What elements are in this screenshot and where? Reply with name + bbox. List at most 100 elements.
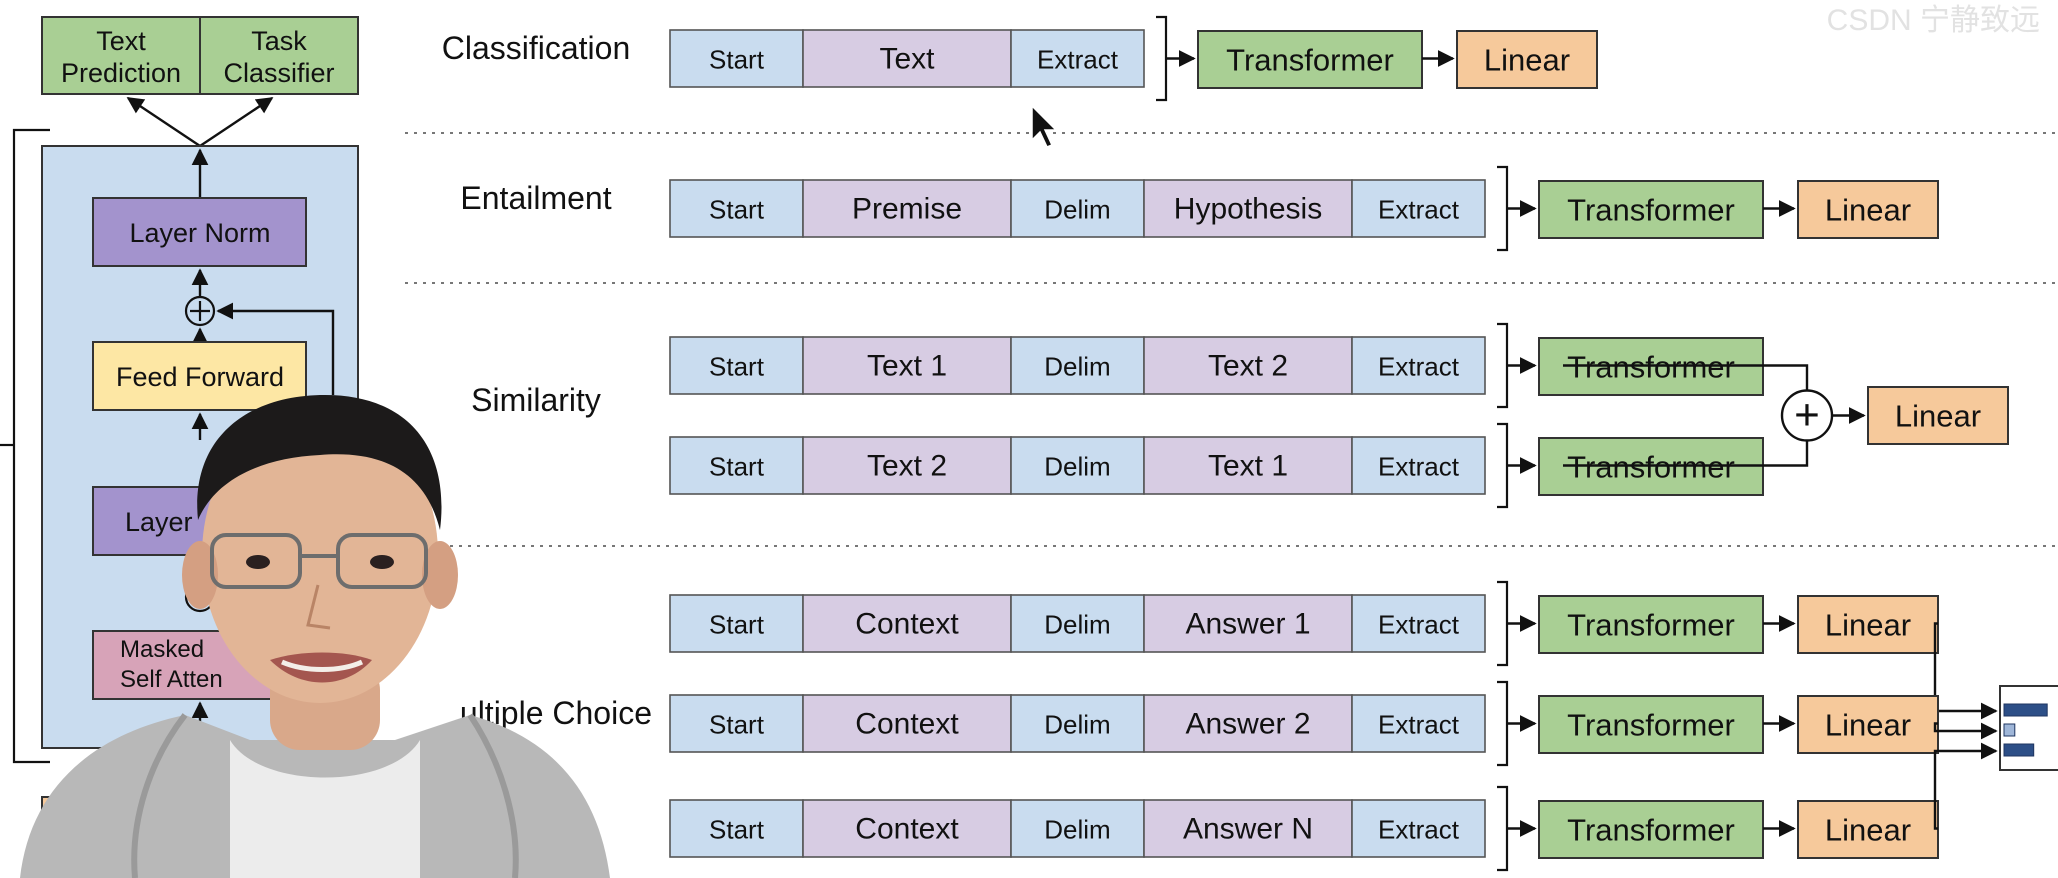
linear-label: Linear xyxy=(1825,708,1911,743)
transformer-box xyxy=(1538,800,1764,859)
task-label-0: Classification xyxy=(442,30,631,66)
token-box xyxy=(1010,336,1145,395)
task-label-2: Similarity xyxy=(471,382,601,418)
token-box xyxy=(669,336,804,395)
transformer-label: Transformer xyxy=(1567,608,1735,643)
linear-box xyxy=(1456,30,1598,89)
residual-add-icon xyxy=(184,295,216,327)
token-label: Answer N xyxy=(1183,813,1313,846)
token-label: Text 1 xyxy=(1208,450,1288,483)
row-bracket xyxy=(1497,785,1509,872)
token-box xyxy=(1351,179,1486,238)
combine-plus-label: + xyxy=(1794,391,1820,440)
linear-box xyxy=(1797,595,1939,654)
task-classifier-box xyxy=(199,16,359,95)
token-box xyxy=(1010,799,1145,858)
label-line: Masked xyxy=(120,636,204,663)
token-label: Delim xyxy=(1044,452,1110,482)
token-box xyxy=(669,694,804,753)
linear-box xyxy=(1797,800,1939,859)
row-bracket xyxy=(1497,165,1509,252)
label-line: Classifier xyxy=(223,58,334,88)
linear-label: Linear xyxy=(1895,399,1981,434)
token-box xyxy=(1351,336,1486,395)
token-label: Text xyxy=(879,43,935,76)
transformer-box xyxy=(1538,595,1764,654)
token-label: Delim xyxy=(1044,815,1110,845)
token-label: Extract xyxy=(1378,195,1460,225)
token-label: Start xyxy=(709,710,765,740)
token-box xyxy=(1010,29,1145,88)
transformer-box xyxy=(1538,695,1764,754)
token-box xyxy=(802,594,1012,653)
row-bracket xyxy=(1497,422,1509,509)
token-box xyxy=(1143,436,1353,495)
label-line: Self Atten xyxy=(120,666,223,693)
token-label: Delim xyxy=(1044,195,1110,225)
label-line: Text xyxy=(96,26,146,56)
token-label: Context xyxy=(855,608,959,641)
linear-label: Linear xyxy=(1825,608,1911,643)
token-label: Delim xyxy=(1044,352,1110,382)
transformer-label: Transformer xyxy=(1567,450,1735,485)
feed-forward-label: Feed Forward xyxy=(116,362,284,392)
probability-bar xyxy=(2003,703,2048,717)
linear-label: Linear xyxy=(1825,813,1911,848)
token-label: Start xyxy=(709,195,765,225)
token-box xyxy=(669,799,804,858)
token-box xyxy=(1010,436,1145,495)
transformer-label: Transformer xyxy=(1567,708,1735,743)
token-label: Extract xyxy=(1378,452,1460,482)
token-box xyxy=(1351,799,1486,858)
token-label: Extract xyxy=(1378,610,1460,640)
row-bracket xyxy=(1497,580,1509,667)
transformer-label: Transformer xyxy=(1567,193,1735,228)
row-bracket xyxy=(1497,680,1509,767)
task-label-1: Entailment xyxy=(460,180,611,216)
layer-norm-label: Layer Norm xyxy=(129,218,270,248)
token-box xyxy=(802,694,1012,753)
transformer-label: Transformer xyxy=(1567,350,1735,385)
watermark: CSDN 宁静致远 xyxy=(1827,4,2040,37)
token-label: Text 1 xyxy=(867,350,947,383)
token-label: Context xyxy=(855,708,959,741)
token-box xyxy=(802,29,1012,88)
linear-label: Linear xyxy=(1825,193,1911,228)
token-box xyxy=(1010,179,1145,238)
token-label: Hypothesis xyxy=(1174,193,1322,226)
token-box xyxy=(1143,694,1353,753)
token-box xyxy=(669,436,804,495)
token-label: Context xyxy=(855,813,959,846)
row-bracket xyxy=(1497,322,1509,409)
token-box xyxy=(1351,594,1486,653)
probability-bar xyxy=(2003,743,2035,757)
token-label: Start xyxy=(709,610,765,640)
linear-box xyxy=(1867,386,2009,445)
token-label: Delim xyxy=(1044,710,1110,740)
label-line: Prediction xyxy=(61,58,181,88)
token-label: Start xyxy=(709,815,765,845)
token-label: Text 2 xyxy=(1208,350,1288,383)
probability-bar xyxy=(2003,723,2016,737)
token-box xyxy=(1143,336,1353,395)
token-box xyxy=(669,29,804,88)
token-box xyxy=(802,436,1012,495)
linear-box xyxy=(1797,180,1939,239)
layer-norm-label-2: Layer xyxy=(125,507,193,537)
feed-forward-box xyxy=(92,341,307,411)
row-bracket xyxy=(1156,15,1168,102)
transformer-label: Transformer xyxy=(1226,43,1394,78)
token-label: Answer 2 xyxy=(1185,708,1310,741)
token-box xyxy=(802,336,1012,395)
token-label: Start xyxy=(709,352,765,382)
token-box xyxy=(1010,594,1145,653)
token-label: Delim xyxy=(1044,610,1110,640)
token-label: Start xyxy=(709,45,765,75)
token-label: Extract xyxy=(1378,710,1460,740)
mouse-cursor-icon xyxy=(1031,104,1058,148)
